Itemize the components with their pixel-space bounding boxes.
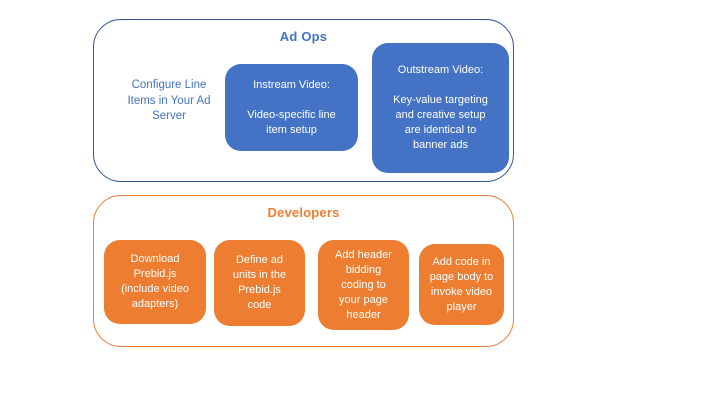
outstream-video-box: Outstream Video: Key-value targeting and… xyxy=(372,43,509,173)
configure-line-items-note: Configure Line Items in Your Ad Server xyxy=(127,79,211,122)
developers-title: Developers xyxy=(267,205,340,220)
add-page-body-code-box: Add code in page body to invoke video pl… xyxy=(419,244,504,325)
download-prebidjs-box: Download Prebid.js (include video adapte… xyxy=(104,240,206,324)
ad-ops-group: Ad Ops Configure Line Items in Your Ad S… xyxy=(93,19,514,182)
define-ad-units-box: Define ad units in the Prebid.js code xyxy=(214,240,305,326)
ad-ops-title: Ad Ops xyxy=(279,29,328,44)
add-header-bidding-box: Add header bidding coding to your page h… xyxy=(318,240,409,330)
instream-video-box: Instream Video: Video-specific line item… xyxy=(225,64,358,151)
developers-group: Developers Download Prebid.js (include v… xyxy=(93,195,514,347)
